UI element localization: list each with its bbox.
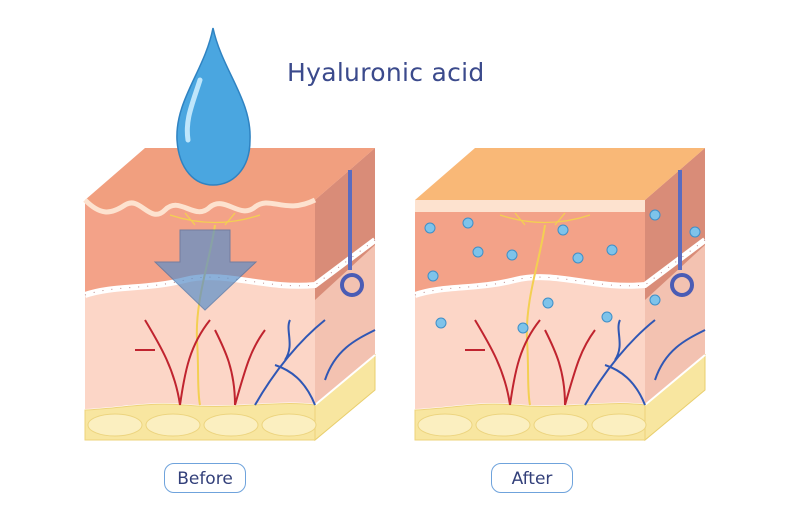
nerve-branches [169,212,261,226]
vein [584,319,706,406]
nerve-branches [499,212,591,226]
sweat-gland [340,273,364,297]
fat-cell [261,413,317,437]
before-label: Before [164,463,246,493]
fat-cell [87,413,143,437]
water-droplet-icon [176,27,251,186]
hyaluronic-molecule [542,297,554,309]
artery [465,319,596,406]
fat-cell [475,413,531,437]
diagram-title: Hyaluronic acid [287,58,485,87]
hyaluronic-molecule [462,217,474,229]
hyaluronic-molecule [601,311,613,323]
hyaluronic-molecule [427,270,439,282]
fat-cell [145,413,201,437]
hyaluronic-molecule [689,226,701,238]
sweat-gland [670,273,694,297]
hyaluronic-molecule [424,222,436,234]
down-arrow-icon [153,229,258,311]
side-epidermis [315,148,375,300]
hyaluronic-molecule [649,294,661,306]
before-skin-block [83,148,377,442]
surface-edge [83,197,317,217]
hyaluronic-molecule [472,246,484,258]
top-surface [415,148,705,200]
fat-layer [84,403,316,441]
after-label: After [491,463,573,493]
hyaluronic-molecule [606,244,618,256]
fat-cell [417,413,473,437]
top-edge [415,200,645,212]
fat-cell [533,413,589,437]
fat-cell [591,413,647,437]
side-epidermis [645,148,705,300]
artery [135,319,266,406]
after-skin-block [414,148,707,442]
basement-membrane [414,237,707,298]
hyaluronic-molecule [517,322,529,334]
droplet-highlight [184,77,203,143]
hyaluronic-molecule [557,224,569,236]
vein [254,319,376,406]
hyaluronic-molecule [435,317,447,329]
hyaluronic-molecule [572,252,584,264]
hyaluronic-molecule [649,209,661,221]
fat-cell [203,413,259,437]
fat-layer [414,403,646,441]
hyaluronic-molecule [506,249,518,261]
